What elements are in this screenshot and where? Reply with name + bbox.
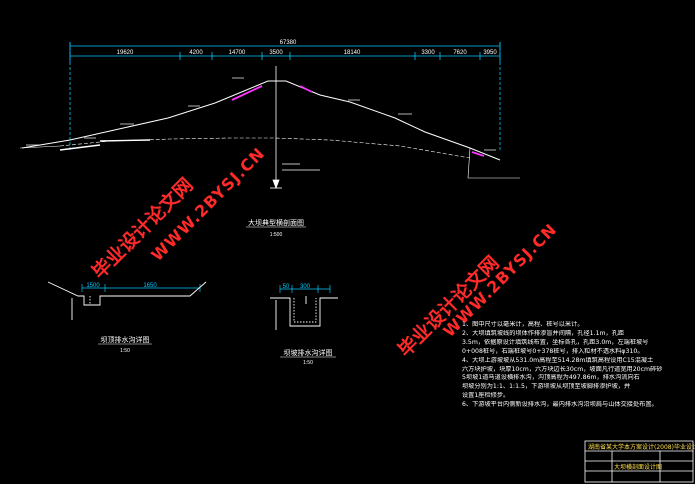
highlight-lines (231, 85, 485, 157)
note-line: 5坝坡1道马道设横排水沟，沟顶高程为497.86m，排水沟流向右 (462, 374, 640, 382)
design-notes: 1、图中尺寸以毫米计，高程、桩号以米计。 2、大坝填筑坡线的坝体作排渗盲并间隔，… (462, 321, 694, 410)
dam-axis (270, 66, 320, 190)
dim-seg-2: 4200 (189, 50, 203, 56)
dim-seg-4: 3500 (269, 50, 283, 56)
dam-outline (19, 80, 520, 179)
detail-mid-scale: 1:50 (303, 360, 313, 366)
detail-left-title: 坝顶排水沟详图 (101, 335, 150, 344)
note-line: 坝坡分别为1:1、1:1.5，下游坝坡从坝顶至坡脚排渗护坡，并 (462, 383, 631, 391)
slope-labels (26, 77, 496, 151)
title-block (584, 440, 694, 483)
main-section-scale: 1:500 (270, 232, 283, 238)
dim-seg-1: 19620 (117, 50, 134, 56)
note-line: 2、大坝填筑坡线的坝体作排渗盲并间隔，孔径1.1m，孔距 (462, 329, 625, 337)
dimension-chain (69, 42, 501, 150)
detail-crest-drain: 1500 1650 坝顶排水沟详图 1:50 (47, 281, 207, 354)
dim-seg-5: 18140 (344, 50, 361, 56)
dim-seg-7: 7620 (453, 50, 467, 56)
detail-mid-title: 坝坡排水沟详图 (284, 348, 333, 357)
main-dam-section: 67380 19620 4200 14700 3500 18140 3300 7… (19, 40, 520, 238)
dim-seg-6: 3300 (421, 50, 435, 56)
main-section-title: 大坝典型横剖面图 (248, 218, 304, 227)
detail-left-scale: 1:50 (120, 348, 130, 354)
note-line: 3.5m，依据原设计填筑线布置，坐标各孔，孔距3.0m，左端桩坡号 (462, 338, 649, 346)
note-line: 4、大坝上游坡坡从531.0m高程至514.28m填筑高程设用C15混凝土 (462, 356, 654, 364)
title-block-project: 湖南省某大学本方案设计(2008)毕业设计 (588, 443, 695, 451)
title-block-drawing-name: 大坝横剖面设计图 (614, 463, 662, 471)
note-line: 0+008桩号，右端桩坡号0+378桩号，排入粒材不透水料φ310。 (462, 347, 644, 355)
note-line: 设置1座检修步。 (462, 392, 510, 400)
note-line: 六方块护坡，块厚10cm，六方块边长30cm，坡面凡行道宽用20cm碎砂 (462, 365, 663, 373)
detail-left-dim-1: 1500 (86, 283, 100, 289)
detail-slope-drain: 50 300 坝坡排水沟详图 1:50 (270, 284, 338, 366)
dim-seg-3: 14700 (229, 50, 246, 56)
note-line: 1、图中尺寸以毫米计，高程、桩号以米计。 (462, 321, 584, 328)
dim-seg-8: 3950 (483, 50, 497, 56)
note-line: 6、下游坡平台内侧新设排水沟，最内排水沟沿坝肩与山体交接处布置。 (462, 401, 658, 409)
detail-mid-dim-1: 50 (283, 284, 290, 290)
detail-mid-dim-2: 300 (300, 284, 311, 290)
detail-left-dim-2: 1650 (143, 283, 157, 289)
dim-total: 67380 (280, 40, 297, 46)
